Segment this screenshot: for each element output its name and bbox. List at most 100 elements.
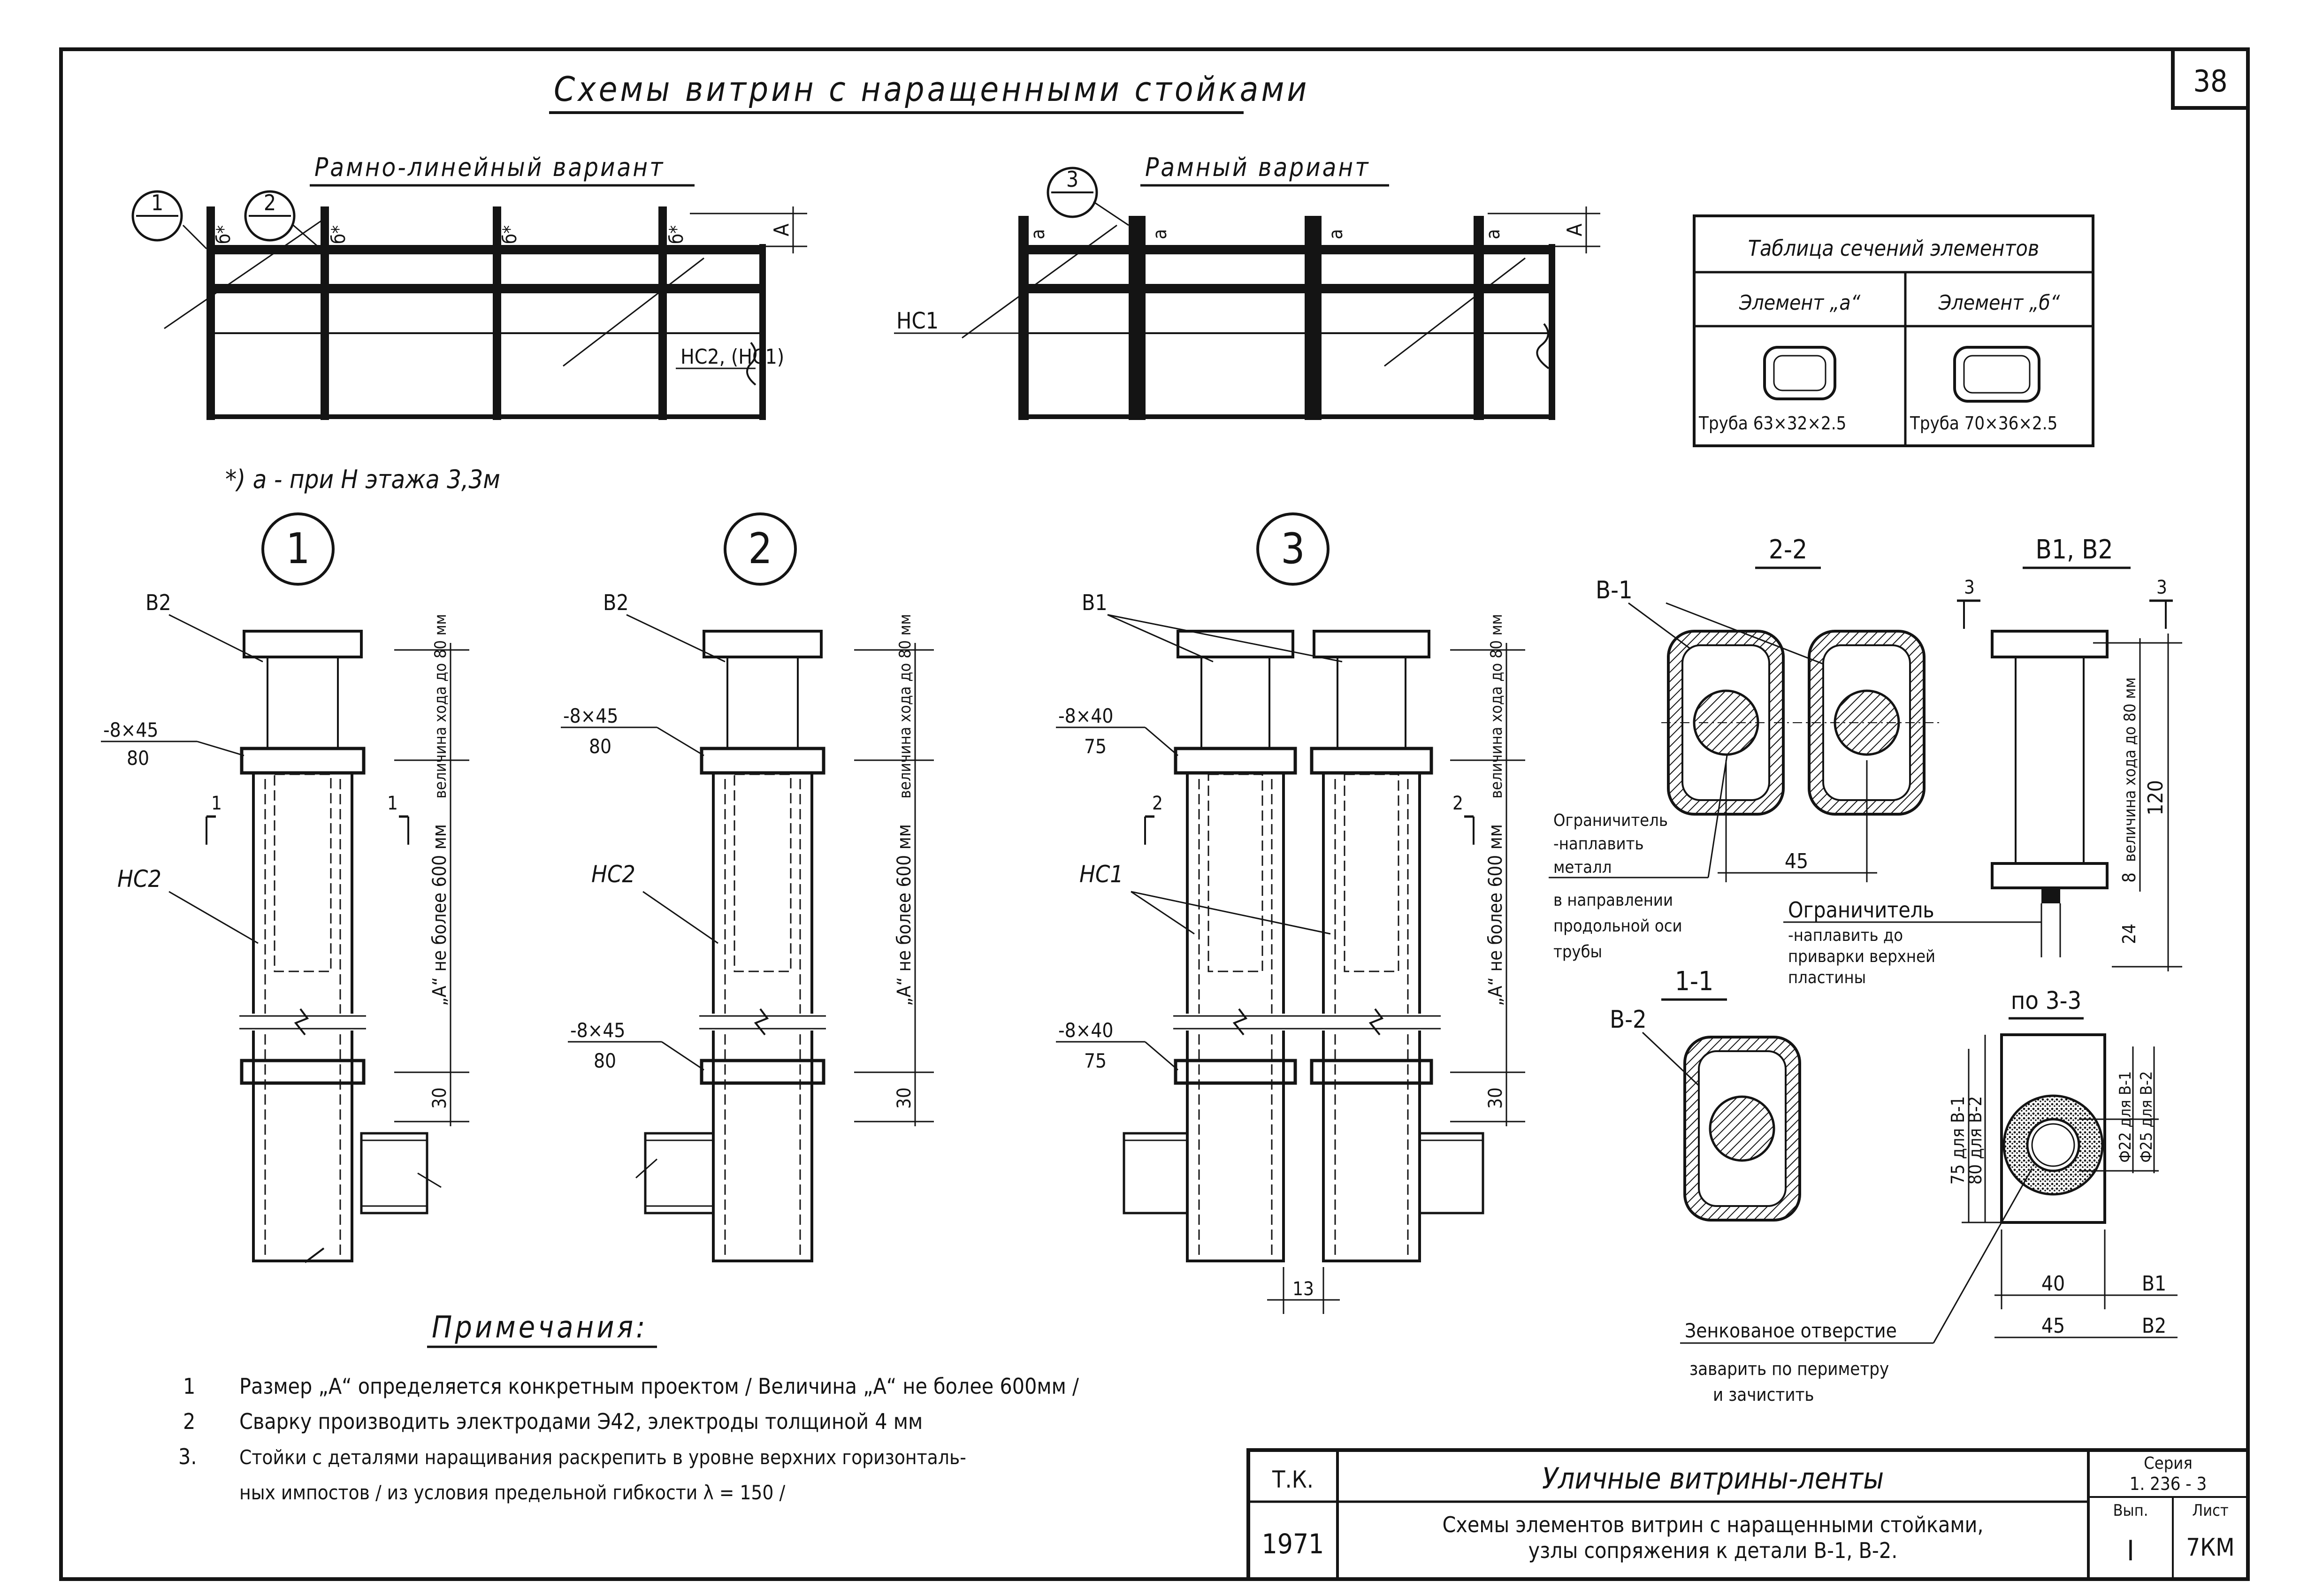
post-label-a1: а xyxy=(1027,229,1049,239)
s22-note-1: -наплавить xyxy=(1553,834,1644,854)
section-33-w40: 40 xyxy=(2041,1272,2065,1296)
variant-right-title: Рамный вариант xyxy=(1145,153,1370,182)
node-2: 2 В2 -8×45 80 -8×45 80 НС2 величина хода… xyxy=(561,512,934,1262)
node-3: 3 В1 -8×40 75 -8×40 xyxy=(1056,512,1525,1314)
node-1-top-label: В2 xyxy=(145,590,171,615)
s22-note-0: Ограничитель xyxy=(1553,811,1668,830)
section-2-2: 2-2 В-1 45 Ограничитель -наплавить метал… xyxy=(1549,535,1943,962)
section-1-1: 1-1 В-2 xyxy=(1610,966,1801,1222)
post-label-a2: а xyxy=(1149,229,1171,239)
section-33-b1: В1 xyxy=(2142,1272,2166,1296)
node-2-dim-30: 30 xyxy=(894,1087,915,1109)
note-3-text: Стойки с деталями наращивания раскрепить… xyxy=(239,1446,966,1469)
section-22-title: 2-2 xyxy=(1769,535,1807,565)
section-22-note: Ограничитель -наплавить металл в направл… xyxy=(1553,811,1682,962)
section-22-dim: 45 xyxy=(1785,849,1808,873)
node-1-dim-A: „А“ не более 600 мм xyxy=(429,824,451,1006)
s22-note-4: продольной оси xyxy=(1553,916,1682,936)
stamp-vyp: I xyxy=(2127,1535,2134,1567)
section-33-dim80: 80 для В-2 xyxy=(1965,1096,1986,1185)
node-3-dim-A: „А“ не более 600 мм xyxy=(1485,824,1506,1006)
node-1-plate-bottom: 80 xyxy=(127,747,149,770)
section-33-d25: Ф25 для В-2 xyxy=(2137,1071,2156,1162)
node-3-top-label: В1 xyxy=(1082,590,1108,615)
node-2-column-label: НС2 xyxy=(591,861,635,888)
section-33-weld-0: заварить по периметру xyxy=(1689,1359,1889,1379)
section-b-sec-l: 3 xyxy=(1964,577,1975,598)
stamp-desc-2: узлы сопряжения к детали В-1, В-2. xyxy=(1528,1538,1898,1563)
stamp-list: 7КМ xyxy=(2186,1534,2234,1562)
node-3-travel: величина хода до 80 мм xyxy=(1487,614,1506,798)
footnote: *) а - при Н этажа 3,3м xyxy=(225,465,500,494)
node-3-number: 3 xyxy=(1281,524,1305,573)
s22-note-5: трубы xyxy=(1553,942,1602,962)
callout-3-num: 3 xyxy=(1066,167,1078,192)
post-label-b2: б* xyxy=(328,225,350,244)
node-3-plate-bottom: 75 xyxy=(1084,735,1107,758)
s22-note-2: металл xyxy=(1553,858,1612,877)
note-4-text: ных импостов / из условия предельной гиб… xyxy=(239,1481,785,1504)
table-col2-value: Труба 70×36×2.5 xyxy=(1910,413,2057,434)
section-table: Таблица сечений элементов Элемент „а“ Эл… xyxy=(1693,214,2094,447)
section-11-label: В-2 xyxy=(1610,1006,1647,1034)
node-1-number: 1 xyxy=(286,524,310,573)
node-1-sec-mark-l: 1 xyxy=(211,793,222,814)
node-3-dim-13: 13 xyxy=(1292,1278,1314,1300)
node-3-column-label: НС1 xyxy=(1079,861,1123,888)
section-b-dim-120: 120 xyxy=(2144,780,2168,816)
node-3-plate2-bottom: 75 xyxy=(1084,1049,1107,1072)
table-col1-value: Труба 63×32×2.5 xyxy=(1698,413,1846,434)
sheet-number-box: 38 xyxy=(2171,47,2250,110)
note-3-num: 3. xyxy=(178,1444,197,1469)
stamp-desc-1: Схемы элементов витрин с наращенными сто… xyxy=(1442,1512,1983,1537)
sheet-frame xyxy=(59,47,2250,1581)
section-b-dim-8: 8 xyxy=(2119,872,2140,883)
sb-note-3: пластины xyxy=(1788,968,1866,987)
scheme-right: Рамный вариант 3 а а а а А НС1 xyxy=(894,153,1600,420)
section-11-title: 1-1 xyxy=(1675,966,1713,997)
sb-note-2: приварки верхней xyxy=(1788,947,1935,966)
note-2-text: Сварку производить электродами Э42, элек… xyxy=(239,1409,923,1434)
section-b-dim-24: 24 xyxy=(2119,924,2140,944)
sb-note-1: -наплавить до xyxy=(1788,926,1903,945)
sb-note-0: Ограничитель xyxy=(1788,897,1934,923)
section-22-label: В-1 xyxy=(1596,576,1633,604)
node-2-travel: величина хода до 80 мм xyxy=(896,614,915,798)
hc-right-label: НС1 xyxy=(896,308,939,334)
section-33-b2: В2 xyxy=(2142,1314,2166,1338)
stamp-year: 1971 xyxy=(1262,1528,1324,1560)
section-3-3: по 3-3 75 для В-1 80 для В-2 Ф22 для В-1… xyxy=(1680,987,2178,1405)
node-2-number: 2 xyxy=(748,524,772,573)
section-b-note: Ограничитель -наплавить до приварки верх… xyxy=(1783,897,2041,987)
note-1-text: Размер „А“ определяется конкретным проек… xyxy=(239,1374,1079,1399)
node-2-plate-bottom: 80 xyxy=(589,735,611,758)
section-33-weld-1: и зачистить xyxy=(1713,1384,1814,1405)
callout-2-num: 2 xyxy=(264,190,276,215)
node-3-sec-mark-l: 2 xyxy=(1152,793,1163,814)
section-33-dim75: 75 для В-1 xyxy=(1948,1096,1968,1185)
section-b: В1, В2 3 3 величина хода до 80 мм 120 8 … xyxy=(1783,535,2182,987)
main-title-group: Схемы витрин с наращенными стойками xyxy=(549,69,1307,114)
post-label-a3: а xyxy=(1325,229,1347,239)
scheme-left: Рамно-линейный вариант 1 2 б* б* б* б* xyxy=(131,153,807,420)
node-3-sec-mark-r: 2 xyxy=(1452,793,1463,814)
section-33-title: по 3-3 xyxy=(2011,987,2081,1015)
node-1-sec-mark-r: 1 xyxy=(387,793,398,814)
variant-left-title: Рамно-линейный вариант xyxy=(314,153,665,182)
dim-A-right: А xyxy=(1563,223,1587,236)
post-label-a4: а xyxy=(1482,229,1504,239)
stamp-vyp-label: Вып. xyxy=(2113,1501,2148,1520)
hc-left-label: НС2, (НС1) xyxy=(680,345,784,369)
section-33-w45: 45 xyxy=(2041,1314,2065,1338)
node-1-travel: величина хода до 80 мм xyxy=(431,614,450,798)
node-2-dim-A: „А“ не более 600 мм xyxy=(894,824,915,1006)
post-label-b1: б* xyxy=(213,225,235,244)
stamp-seria: 1. 236 - 3 xyxy=(2130,1474,2207,1494)
table-title: Таблица сечений элементов xyxy=(1748,236,2039,261)
node-1: 1 В2 -8×45 80 1 1 НС2 xyxy=(101,512,469,1263)
section-b-sec-r: 3 xyxy=(2156,577,2167,598)
node-2-plate2-top: -8×45 xyxy=(570,1019,625,1042)
node-1-column-label: НС2 xyxy=(117,865,161,893)
note-2-num: 2 xyxy=(183,1409,195,1434)
stamp-tk: Т.К. xyxy=(1272,1466,1314,1493)
